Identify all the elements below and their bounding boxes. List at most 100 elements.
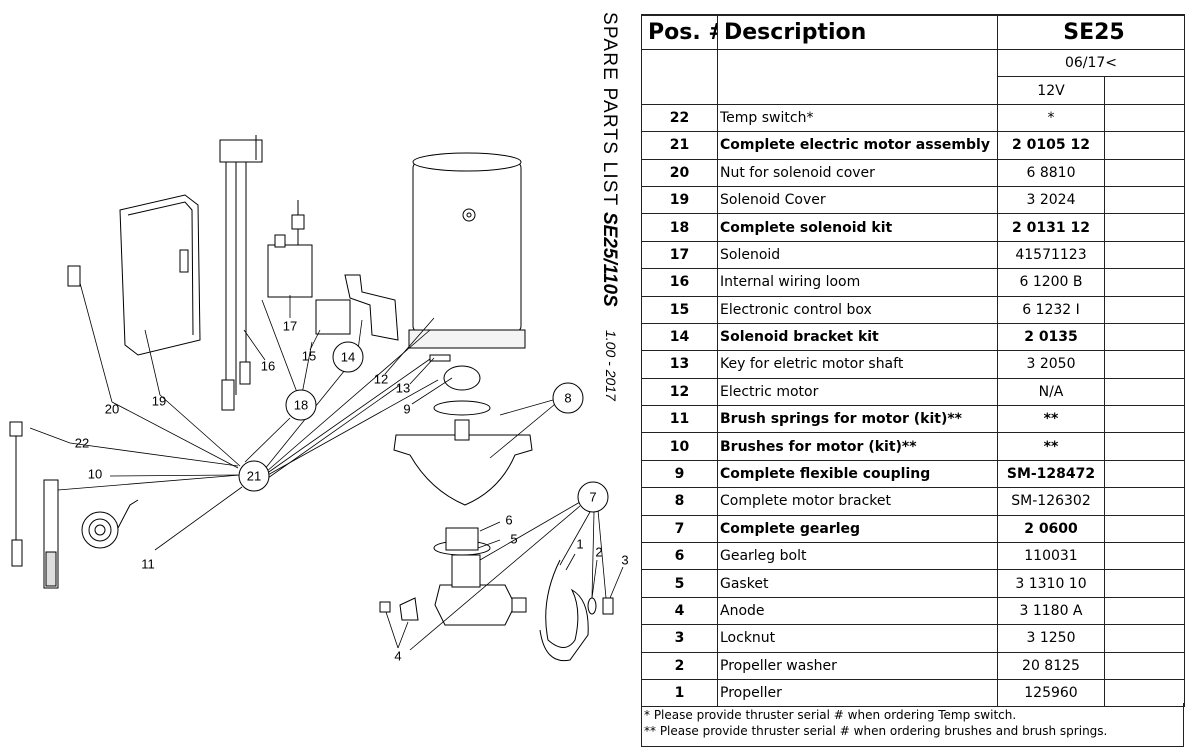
part-position: 18 [641,213,718,242]
part-number: 20 8125 [997,651,1105,680]
blank-cell [1104,514,1185,544]
propeller-drawing [539,559,589,662]
brush-drawing [43,479,59,589]
solenoid-drawing [267,200,313,298]
part-description: Key for eletric motor shaft [717,350,998,379]
part-description: Solenoid bracket kit [717,322,998,352]
blank-cell [1104,651,1185,680]
part-position: 13 [641,350,718,379]
part-position: 21 [641,131,718,160]
blank-cell [1104,678,1185,708]
brush-spring-drawing [81,499,139,549]
propeller-washer-drawing [587,597,597,615]
footnote-brushes: ** Please provide thruster serial # when… [644,724,1108,738]
part-description: Solenoid [717,240,998,270]
part-number: 110031 [997,542,1105,571]
callout-label-7: 7 [589,489,596,504]
part-label-12: 12 [374,371,388,386]
part-number: SM-128472 [997,459,1105,489]
subheader-blank-desc [717,49,998,105]
part-label-1: 1 [576,536,583,551]
part-label-9: 9 [403,401,410,416]
part-description: Complete solenoid kit [717,213,998,242]
solenoid-cover-nut-drawing [67,265,81,287]
motor-key-drawing [429,354,451,362]
part-number: 3 2050 [997,350,1105,379]
part-description: Gearleg bolt [717,542,998,571]
part-number: 3 1180 A [997,596,1105,626]
part-number: ** [997,432,1105,461]
header-pos: Pos. # [641,14,718,50]
blank-cell [1104,377,1185,407]
electric-motor-drawing [408,152,526,349]
part-position: 8 [641,487,718,516]
part-description: Locknut [717,624,998,653]
title-model: SE25/110S [599,212,620,307]
part-description: Complete gearleg [717,514,998,544]
part-label-4: 4 [394,648,401,663]
blank-cell [1104,131,1185,160]
part-label-6: 6 [505,512,512,527]
footnotes: * Please provide thruster serial # when … [641,703,1184,747]
part-description: Gasket [717,569,998,598]
callout-label-21: 21 [247,468,261,483]
part-position: 11 [641,405,718,434]
motor-bracket-drawing [393,400,533,506]
solenoid-bracket-drawing [344,274,399,341]
callout-circle-7 [577,481,609,513]
part-label-11: 11 [141,556,155,571]
part-position: 19 [641,185,718,215]
part-number: ** [997,405,1105,434]
header-model: SE25 [997,14,1185,50]
voltage-row: 12V [642,76,1185,105]
part-number: 2 0600 [997,514,1105,544]
part-position: 1 [641,678,718,708]
part-label-22: 22 [75,435,89,450]
part-number: 41571123 [997,240,1105,270]
part-number: * [997,103,1105,133]
blank-cell [1104,542,1185,571]
blank-cell [1104,350,1185,379]
part-number: 6 1232 I [997,295,1105,324]
blank-cell [1104,103,1185,133]
part-position: 9 [641,459,718,489]
control-box-drawing [315,299,351,335]
part-description: Complete motor bracket [717,487,998,516]
part-description: Propeller washer [717,651,998,680]
part-position: 10 [641,432,718,461]
part-position: 15 [641,295,718,324]
date-code-row: 06/17< [641,48,1185,105]
part-number: SM-126302 [997,487,1105,516]
rotated-title: SPARE PARTS LIST SE25/110S 1.00 - 2017 [599,12,620,402]
part-label-13: 13 [396,380,410,395]
gearleg-drawing [433,527,527,626]
part-description: Internal wiring loom [717,268,998,297]
callout-circle-8 [552,382,584,414]
callout-circle-18 [285,389,317,421]
blank-cell [1104,158,1185,187]
part-description: Electronic control box [717,295,998,324]
part-position: 5 [641,569,718,598]
part-label-17: 17 [283,318,297,333]
blank-cell [1104,185,1185,215]
blank-cell [1104,322,1185,352]
blank-cell [1104,569,1185,598]
blank-cell [1104,596,1185,626]
table-header-row: Pos. # Description SE25 [641,14,1185,50]
temp-switch-drawing [9,421,23,567]
part-position: 12 [641,377,718,407]
part-label-2: 2 [595,544,602,559]
anode-drawing [379,597,419,621]
part-number: 6 8810 [997,158,1105,187]
date-code: 06/17< [997,48,1185,78]
